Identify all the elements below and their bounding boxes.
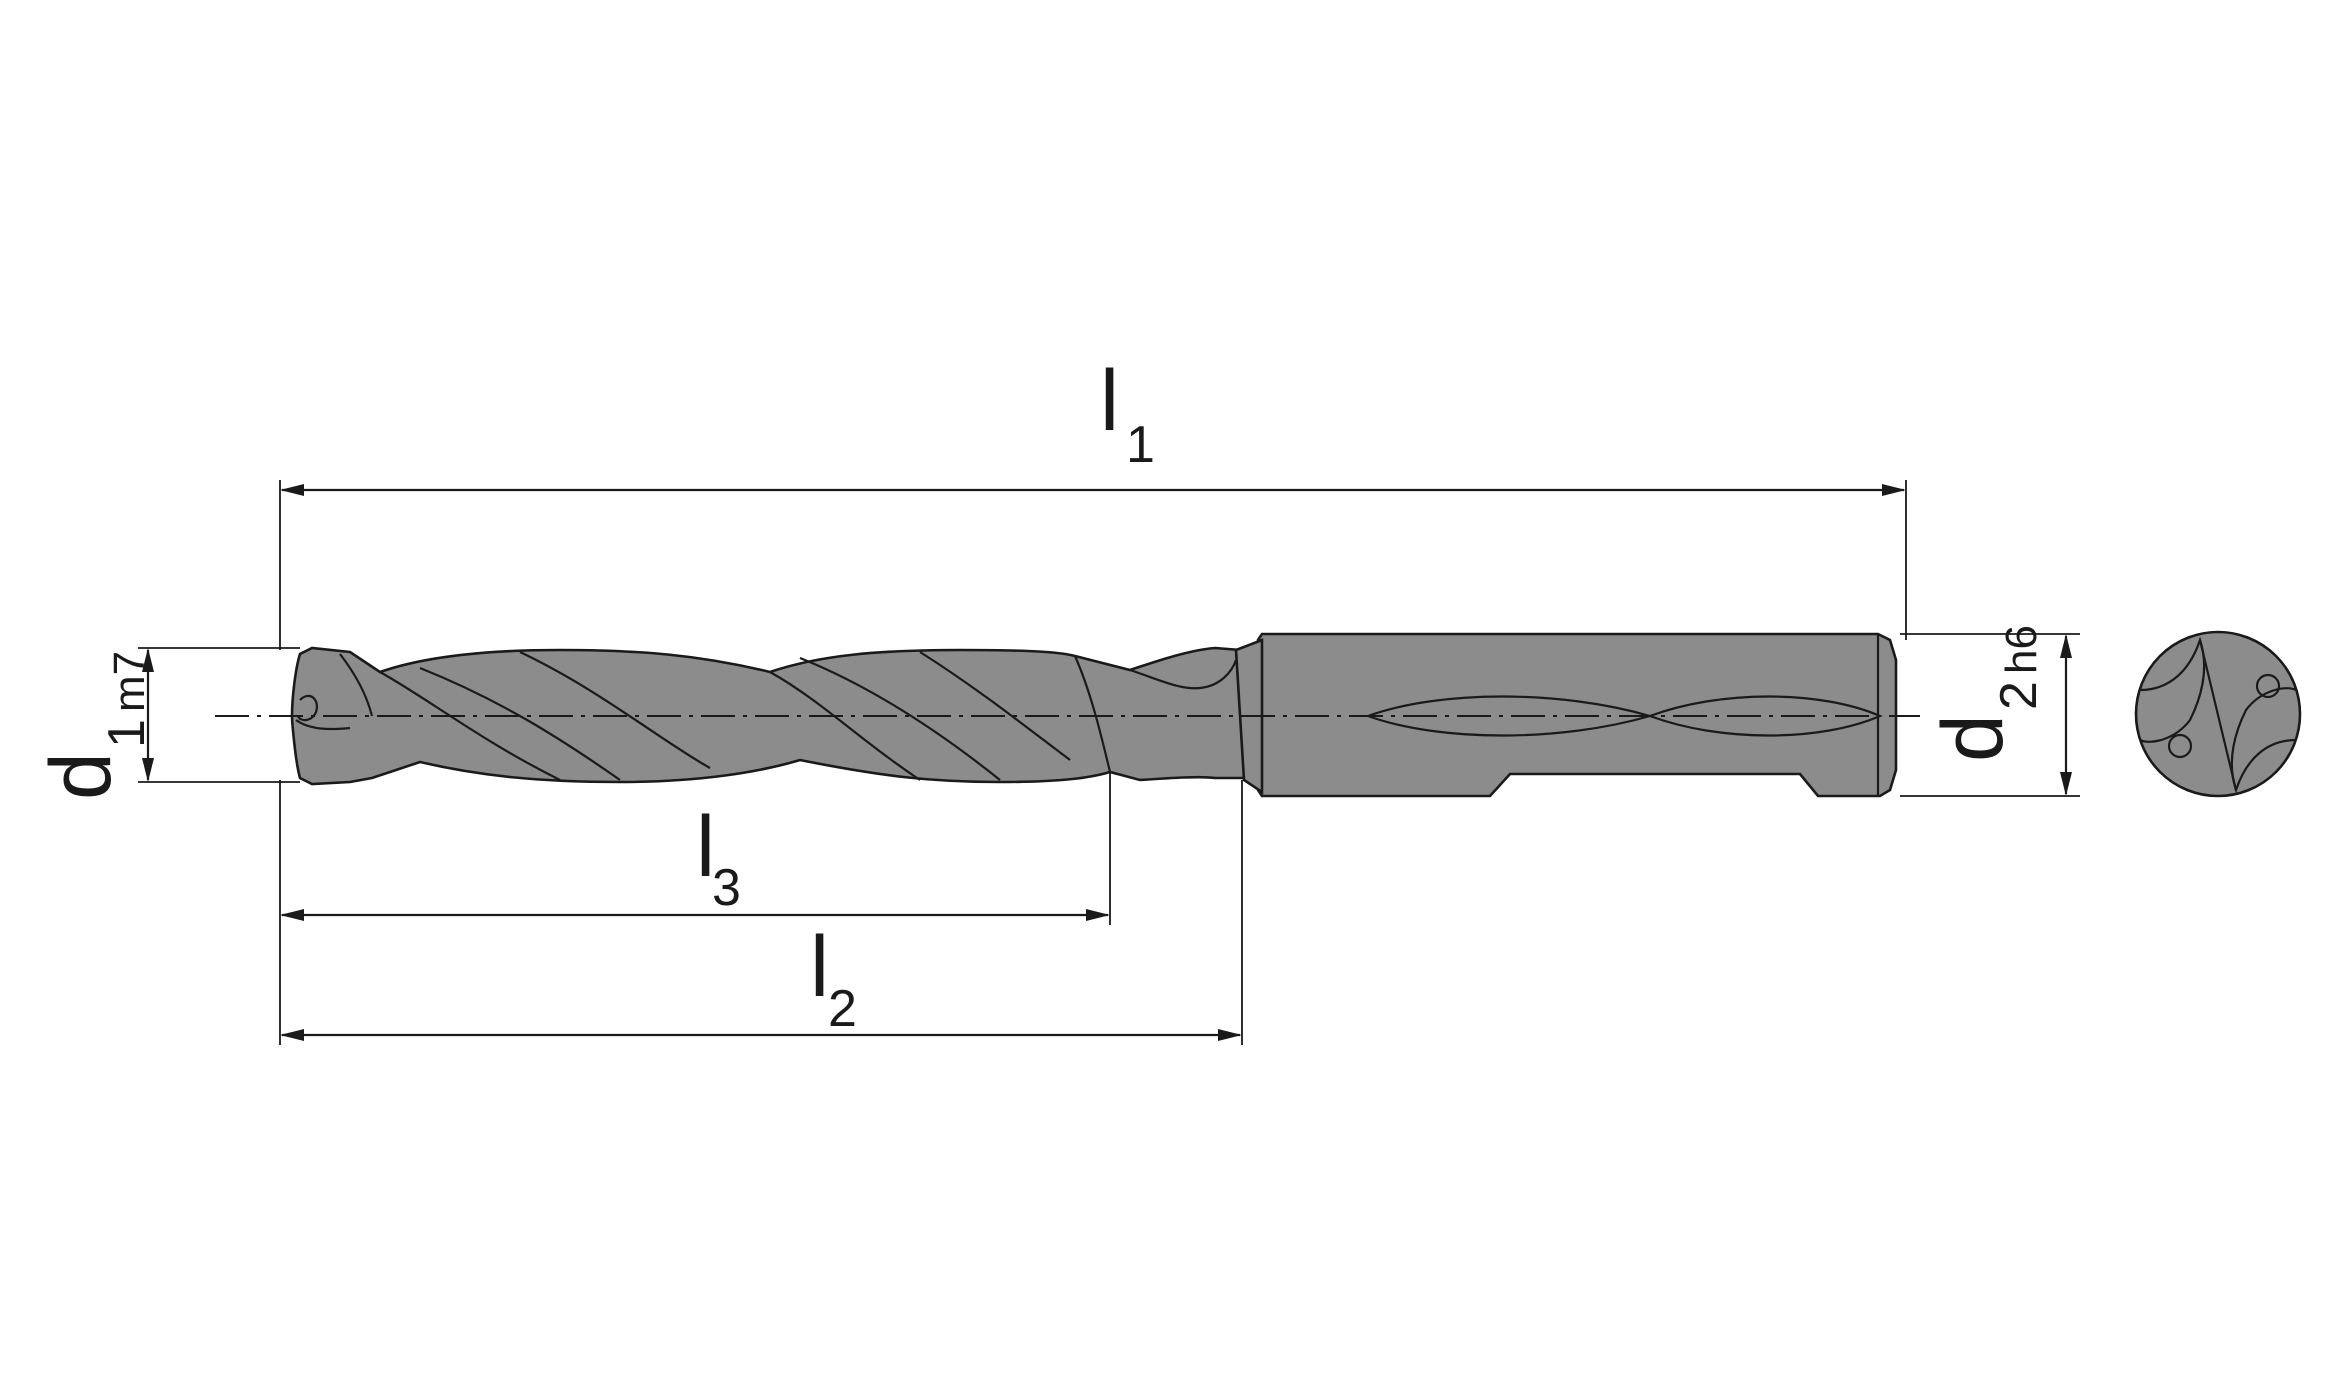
coolant-hole-2: [2167, 733, 2193, 759]
helix-edge-7: [1073, 655, 1112, 773]
dimension-d2: d 2 h6: [1900, 625, 2080, 797]
helix-edge-3: [519, 651, 711, 769]
helix-edge-5: [799, 656, 1001, 781]
helix-edge-2: [419, 666, 621, 781]
label-l1-symbol: l: [1100, 353, 1119, 449]
tip-detail: [296, 694, 318, 722]
helix-edge-4: [769, 671, 921, 781]
label-l2-symbol: l: [810, 919, 829, 1015]
dimension-d1: d 1 m7: [33, 647, 300, 800]
drill-end-view: [2134, 630, 2302, 798]
label-l1-subscript: 1: [1126, 416, 1155, 474]
helix-edge-6: [919, 651, 1071, 761]
coolant-hole-1: [2255, 673, 2281, 699]
end-view-flute-1: [2139, 636, 2206, 743]
label-d1-symbol: d: [33, 752, 129, 800]
label-l3-symbol: l: [696, 799, 715, 895]
dimension-l2: l 2: [280, 780, 1243, 1045]
helix-edge-1: [379, 671, 561, 781]
label-d2-tolerance: h6: [1997, 625, 2046, 674]
dimension-l3: l 3: [279, 772, 1111, 1045]
end-view-web: [2198, 639, 2238, 791]
label-d2-symbol: d: [1925, 714, 2021, 762]
label-d1-subscript: 1: [98, 719, 156, 748]
helix-edge-8: [1129, 659, 1238, 690]
end-view-flute-2: [2230, 687, 2297, 794]
helix-edge-9: [339, 653, 374, 717]
label-d2-subscript: 2: [1990, 681, 2048, 710]
label-l3-subscript: 3: [712, 859, 741, 917]
tip-detail-2: [295, 719, 351, 731]
dimension-l1: l 1: [279, 353, 1907, 650]
label-l2-subscript: 2: [828, 980, 857, 1038]
label-d1-tolerance: m7: [105, 651, 154, 712]
